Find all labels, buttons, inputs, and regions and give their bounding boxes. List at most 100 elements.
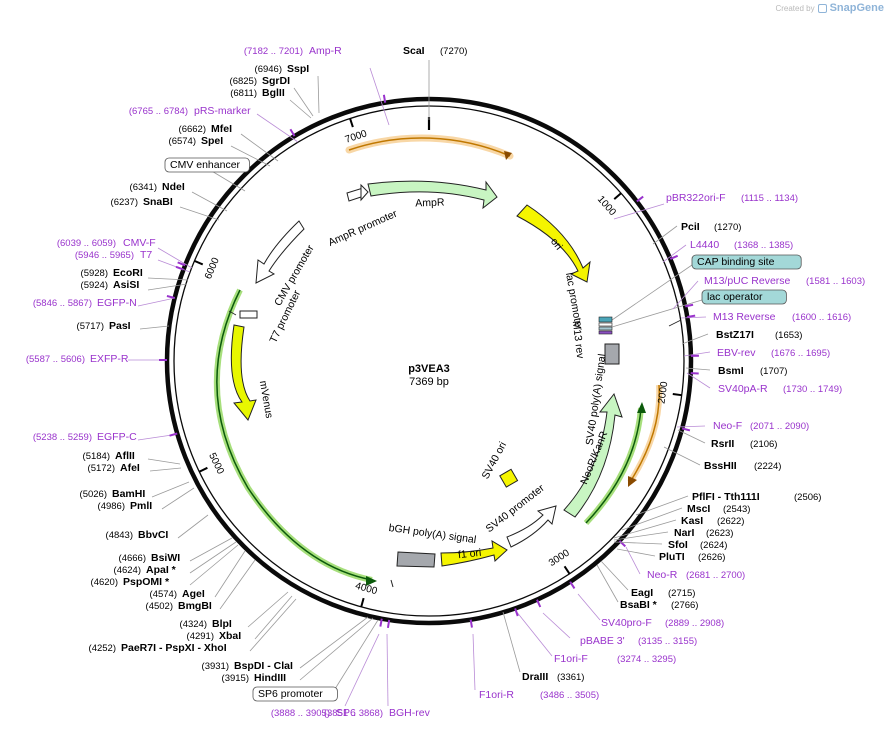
feature-label-aflii: AflII (115, 450, 135, 462)
feature-label-snabi: SnaBI (143, 196, 173, 208)
cap-binding-site-box (598, 316, 613, 323)
feature-label-pasi: PasI (109, 320, 131, 332)
tick-1000 (613, 192, 622, 200)
leader-snabi (179, 206, 220, 221)
feature-coords-pmli: (4986) (98, 501, 125, 512)
feature-label-bmgbi: BmgBI (178, 600, 212, 612)
feature-coords-sv40pro-f: (2889 .. 2908) (665, 618, 724, 629)
feature-coords-exfp-r: (5587 .. 5606) (26, 354, 85, 365)
feature-coords-bsshii: (2224) (754, 461, 781, 472)
leader-bstz17i (681, 333, 709, 345)
leader-egfp-c (137, 434, 173, 441)
leader-rsrii (677, 429, 706, 444)
leader-egfp-n (137, 297, 176, 307)
primer-mark-f1ori-f (514, 608, 519, 617)
leader-pbabe-3 (542, 612, 571, 639)
feature-label-ndei: NdeI (162, 181, 185, 193)
leader-sgrdi (293, 87, 314, 117)
feature-label-pbr322ori-f: pBR322ori-F (666, 192, 726, 204)
leader-spei (230, 145, 271, 167)
leader-eagi (600, 560, 629, 591)
feature-label-prs-marker: pRS-marker (194, 105, 251, 117)
feature-label-pcii: PciI (681, 221, 700, 233)
feature-label-ebv-rev: EBV-rev (717, 347, 756, 359)
leader-cmv-f (157, 247, 193, 269)
feature-label-m13-reverse: M13 Reverse (713, 311, 776, 323)
feature-label-sp6-promoter: SP6 promoter (258, 688, 323, 700)
feature-coords-bspdi-clai: (3931) (202, 661, 229, 672)
feature-coords-bstz17i: (1653) (775, 330, 802, 341)
tick-label-4000: 4000 (354, 581, 379, 598)
leader-sv40pa-r (686, 372, 711, 389)
feature-coords-pluti: (2626) (698, 552, 725, 563)
primer-mark-t7 (175, 265, 184, 271)
lac-operator-box (598, 326, 613, 331)
feature-label-f1ori-f: F1ori-F (554, 653, 588, 665)
leader-hindiii (299, 617, 374, 681)
leader-mfei (240, 133, 279, 162)
feature-label-hindiii: HindIII (254, 672, 286, 684)
feature-coords-bglii: (6811) (230, 88, 257, 99)
feature-label-t7: T7 (140, 249, 152, 261)
primer-mark-f1ori-r (469, 619, 473, 628)
leader-afei (149, 467, 182, 472)
feature-label-agei: AgeI (182, 588, 205, 600)
feature-coords-hindiii: (3915) (222, 673, 249, 684)
cmv-promoter-arrow (255, 220, 305, 284)
primer-mark-egfp-c (169, 432, 178, 437)
mvenus-outline-arc-core (216, 289, 373, 581)
feature-label-apai: ApaI * (146, 564, 177, 576)
leader-pasi (139, 325, 170, 330)
feature-coords-amp-r: (7182 .. 7201) (244, 46, 303, 57)
leader-apai (189, 541, 237, 574)
mvenus-outline-arrowhead (366, 576, 377, 586)
t7-promoter-box (239, 310, 258, 319)
leader-bamhi (151, 481, 190, 498)
m13-rev-box (598, 330, 613, 335)
mvenus-arrow (230, 324, 257, 421)
feature-label-pflfi-tth111i: PflFI - Tth111I (692, 491, 760, 503)
feature-label-afei: AfeI (120, 462, 140, 474)
feature-label-pbabe-3: pBABE 3' (580, 635, 625, 647)
feature-coords-sgrdi: (6825) (230, 76, 257, 87)
feature-coords-f1ori-f: (3274 .. 3295) (617, 654, 676, 665)
ampr-promoter-head (360, 183, 369, 202)
feature-coords-scai: (7270) (440, 46, 467, 57)
leader-sv40pro-f (577, 593, 601, 621)
leader-neo-r (625, 546, 641, 575)
leader-asisi (147, 283, 188, 291)
leader-ecori (147, 277, 189, 281)
leader-pluti (616, 548, 656, 557)
leader-f1ori-f (515, 610, 553, 657)
leader-pcii (652, 225, 678, 245)
feature-coords-blpi: (4324) (180, 619, 207, 630)
feature-coords-sfoi: (2624) (700, 540, 727, 551)
tick-label-6000: 6000 (203, 256, 222, 281)
feature-coords-xbai: (4291) (187, 631, 214, 642)
feature-coords-t7: (5946 .. 5965) (75, 250, 134, 261)
primer-mark-egfp-n (166, 295, 175, 299)
leader-t7 (157, 259, 191, 273)
feature-label-bspdi-clai: BspDI - ClaI (234, 660, 293, 672)
feature-coords-ebv-rev: (1676 .. 1695) (771, 348, 830, 359)
leader-aflii (147, 458, 181, 465)
feature-coords-pasi: (5717) (77, 321, 104, 332)
primer-mark-pbabe-3 (536, 599, 542, 608)
feature-label-blpi: BlpI (212, 618, 232, 630)
leader-lines (128, 60, 711, 707)
outer-feature-labels: Amp-R(7182 .. 7201)ScaI(7270)SspI(6946)S… (26, 45, 865, 719)
feature-coords-kasi: (2622) (717, 516, 744, 527)
feature-coords-pbabe-3: (3135 .. 3155) (638, 636, 697, 647)
feature-label-m13-puc-reverse: M13/pUC Reverse (704, 275, 791, 287)
feature-label-ecori: EcoRI (113, 267, 143, 279)
leader-m13-puc-reverse (672, 280, 699, 310)
inner-label-ampr: AmpR (415, 196, 445, 209)
leader-bsiwi (189, 537, 233, 562)
feature-coords-afei: (5172) (88, 463, 115, 474)
lac-promoter-box (598, 322, 613, 327)
feature-coords-neo-r: (2681 .. 2700) (686, 570, 745, 581)
tick-4000 (360, 597, 365, 608)
leader-sp6-promoter (329, 619, 379, 698)
feature-coords-bsmi: (1707) (760, 366, 787, 377)
leader-blpi (247, 591, 289, 628)
